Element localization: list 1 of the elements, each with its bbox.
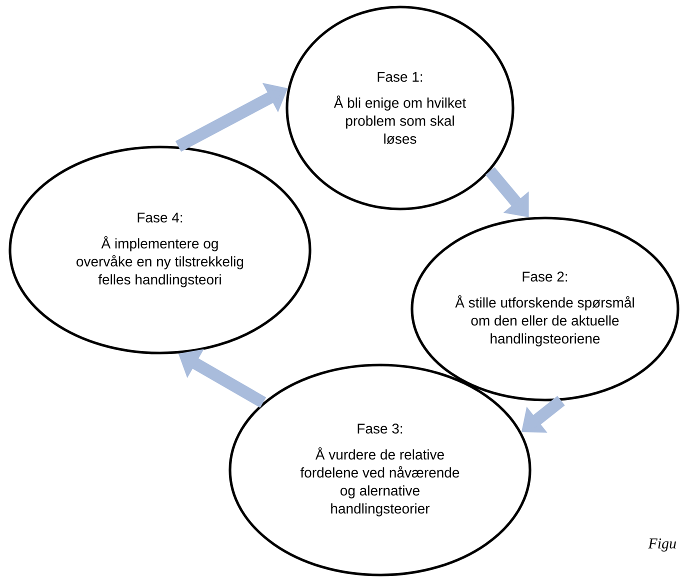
figure-caption: Figu [648, 538, 676, 552]
